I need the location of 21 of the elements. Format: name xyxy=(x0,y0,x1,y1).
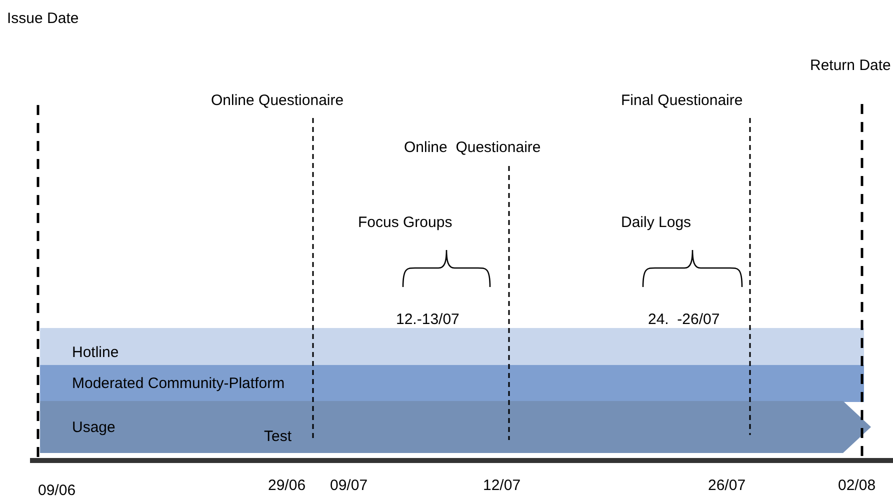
annotation-label: Daily Logs xyxy=(621,214,692,232)
annotation-label: Focus Groups xyxy=(358,214,452,232)
band-label: Hotline xyxy=(72,344,119,362)
timeline-band xyxy=(40,365,864,402)
annotation-label: Online Questionaire xyxy=(211,92,344,110)
date-label: 29/06 xyxy=(268,477,306,495)
band-label: Usage xyxy=(72,419,116,437)
timeline-band xyxy=(40,328,864,366)
band-label: Moderated Community-Platform xyxy=(72,375,285,393)
date-range-label: 12.-13/07 xyxy=(396,311,460,329)
annotation-label: Return Date xyxy=(810,57,891,75)
date-range-label: 24. -26/07 xyxy=(648,311,720,329)
date-label: 02/08 xyxy=(838,477,876,495)
annotation-label: Final Questionaire xyxy=(621,92,743,110)
date-label: 26/07 xyxy=(708,477,746,495)
annotation-label: Online Questionaire xyxy=(404,139,541,157)
date-label: 12/07 xyxy=(483,477,521,495)
annotation-label: Issue Date xyxy=(7,10,79,28)
band-label: Test xyxy=(264,428,292,446)
date-label: 09/06 xyxy=(38,482,76,500)
date-label: 09/07 xyxy=(330,477,368,495)
